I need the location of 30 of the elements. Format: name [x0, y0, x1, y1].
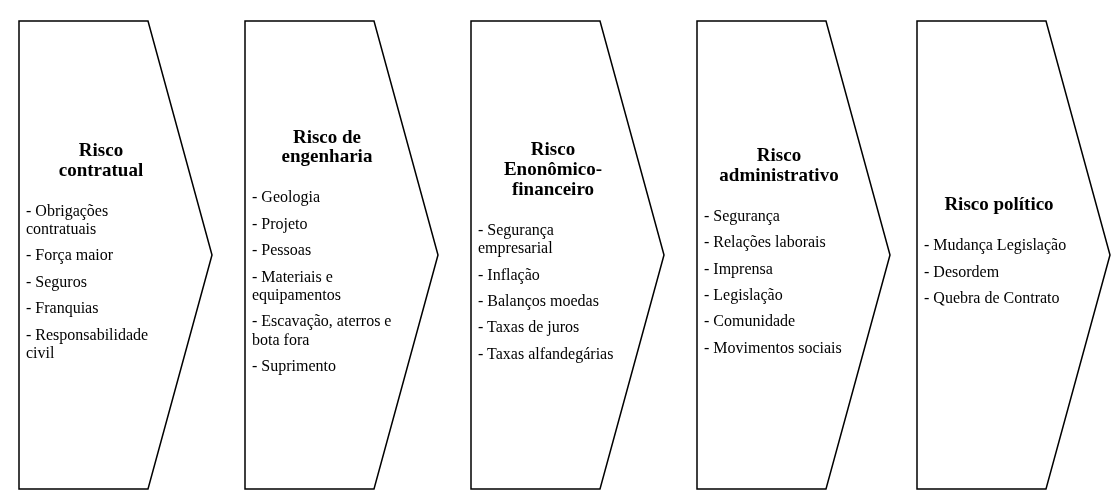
risk-item: - Legislação: [704, 285, 783, 305]
risk-item: - Seguros: [26, 272, 87, 292]
risk-item: - Relações laborais: [704, 233, 826, 252]
risk-item: - Mudança Legislação: [924, 236, 1067, 255]
risk-item: - Pessoas: [252, 241, 312, 260]
risk-item: - Balanços moedas: [478, 291, 599, 311]
risk-heading: Risco contratual: [57, 139, 145, 180]
risk-item: - Materiais e equipamentos: [252, 267, 342, 305]
risk-heading: Risco de engenharia: [280, 126, 374, 167]
risk-item: - Quebra de Contrato: [924, 289, 1060, 308]
risk-item: - Força maior: [26, 246, 114, 265]
risk-item: - Movimentos sociais: [704, 338, 842, 358]
risk-item: - Desordem: [924, 262, 1000, 282]
risk-item: - Geologia: [252, 188, 320, 207]
risk-item: - Taxas alfandegárias: [478, 344, 614, 364]
risk-item: - Suprimento: [252, 357, 336, 376]
risk-item: - Taxas de juros: [478, 318, 580, 337]
risk-heading: Risco administrativo: [718, 144, 840, 185]
risk-item: - Segurança: [704, 206, 780, 226]
risk-item: - Projeto: [252, 214, 308, 234]
risk-item: - Inflação: [478, 265, 540, 284]
risk-heading: Risco Enonômico-financeiro: [502, 138, 604, 199]
risk-item: - Segurança empresarial: [478, 220, 555, 258]
risk-item: - Escavação, aterros e bota fora: [252, 312, 393, 350]
risk-item: - Imprensa: [704, 259, 773, 278]
risk-item: - Responsabilidade civil: [26, 325, 150, 363]
risk-item: - Comunidade: [704, 312, 796, 331]
risk-heading: Risco político: [944, 194, 1054, 215]
risk-item: - Franquias: [26, 299, 99, 318]
risk-item: - Obrigações contratuais: [26, 201, 110, 239]
